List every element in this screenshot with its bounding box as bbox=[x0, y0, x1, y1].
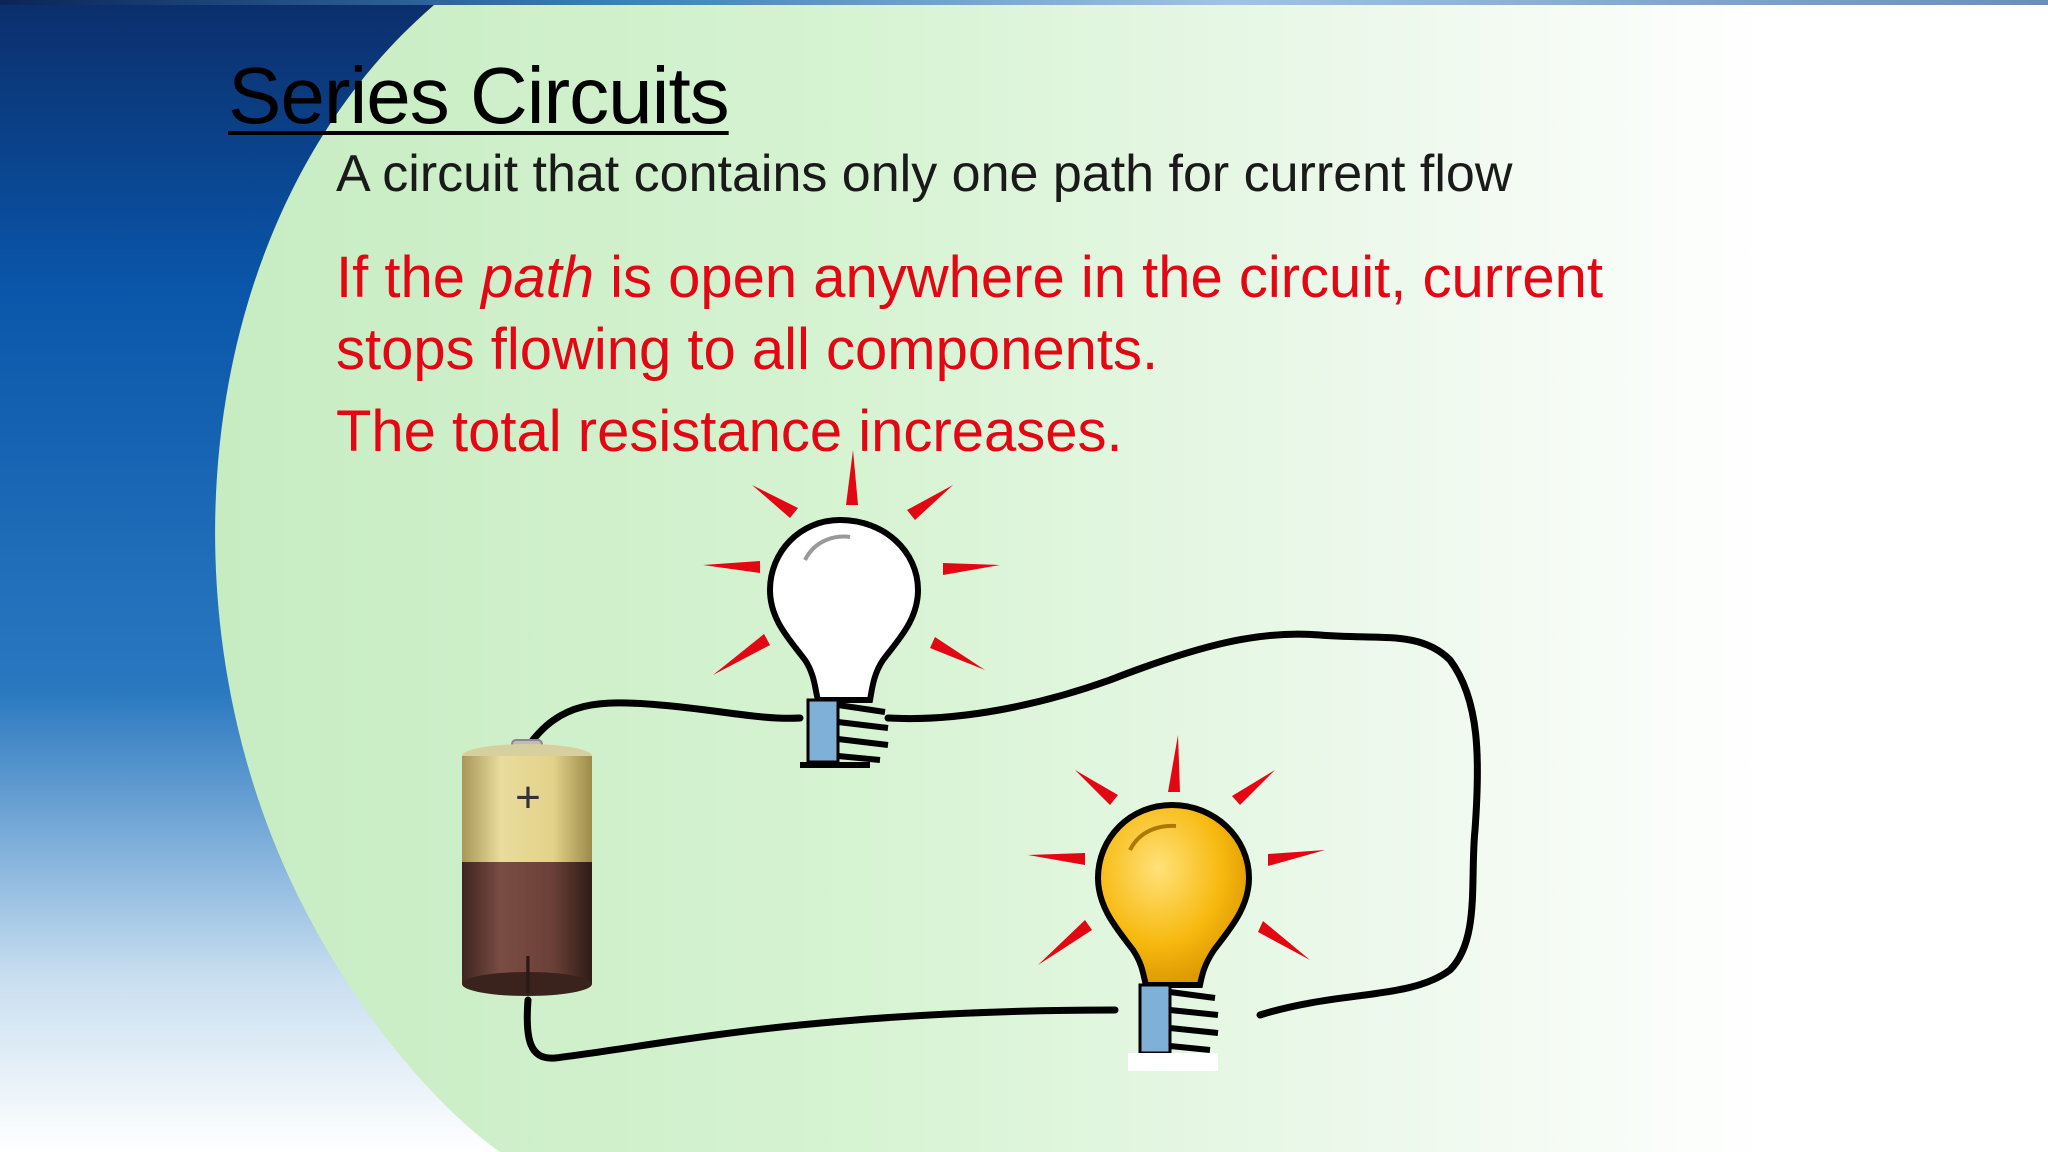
bulb-bottom-threads bbox=[1169, 989, 1219, 1053]
wire-battery-to-top-bulb bbox=[523, 699, 804, 752]
battery: + | bbox=[462, 739, 592, 996]
bullet-open-path-italic: path bbox=[481, 245, 594, 310]
bullet-total-resistance: The total resistance increases. bbox=[336, 399, 1123, 464]
battery-minus-sign: | bbox=[523, 950, 533, 994]
wire-bottom-bulb-to-battery bbox=[523, 996, 1119, 1062]
wire-top-bulb-to-right bbox=[884, 630, 1481, 1019]
bulb-top-rays bbox=[703, 450, 1000, 675]
bulb-bottom-glass bbox=[1094, 801, 1253, 988]
battery-plus-sign: + bbox=[515, 773, 541, 822]
bulb-top bbox=[703, 450, 1000, 768]
bulb-top-threads bbox=[837, 702, 889, 763]
bulb-bottom-base-blue bbox=[1138, 983, 1172, 1055]
bullet-open-path-after: is open anywhere in the circuit, current bbox=[593, 245, 1604, 310]
bulb-bottom-rays bbox=[1028, 735, 1325, 965]
wire bbox=[523, 630, 1481, 1062]
bullet-open-path: If the path is open anywhere in the circ… bbox=[336, 242, 1603, 314]
slide-subtitle: A circuit that contains only one path fo… bbox=[336, 145, 1513, 203]
bulb-top-glass bbox=[766, 516, 922, 703]
bullet-open-path-before: If the bbox=[336, 245, 482, 310]
bulb-bottom bbox=[1028, 735, 1325, 1071]
bulb-top-base-blue bbox=[806, 698, 840, 764]
bullet-open-path-continued: stops flowing to all components. bbox=[336, 317, 1159, 382]
slide-title: Series Circuits bbox=[228, 51, 730, 140]
